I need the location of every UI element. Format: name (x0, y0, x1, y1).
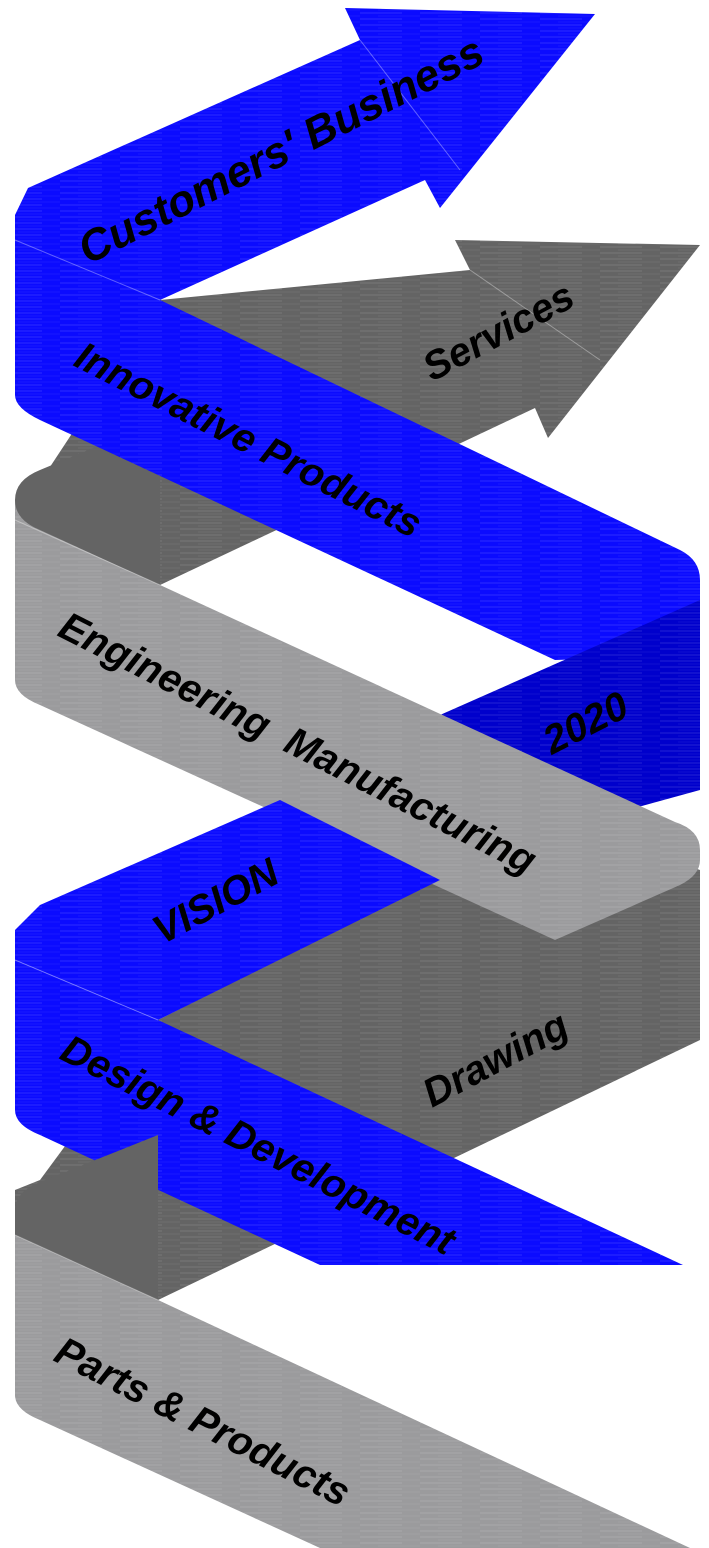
left-fold-gray-top (15, 420, 160, 585)
innovative-products-band-streaks (15, 215, 700, 660)
parts-products-band-streaks (15, 1235, 690, 1548)
vision-band-streaks (15, 800, 440, 1020)
left-fold-gray-bottom (15, 1135, 158, 1300)
engineering-manufacturing-band-streaks (15, 500, 700, 940)
design-development-band-streaks (15, 930, 683, 1265)
fold-edges (14, 39, 601, 1301)
customers-business-arrow-streaks (15, 8, 595, 300)
